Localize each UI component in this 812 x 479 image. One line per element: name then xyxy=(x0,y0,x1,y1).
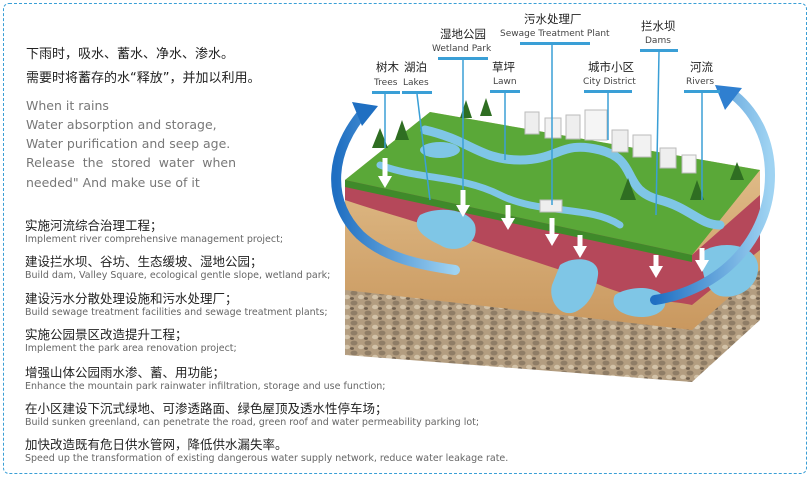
label-lawn: 草坪 Lawn xyxy=(490,60,520,160)
intro-en-line3: Water purification and seep age. xyxy=(26,136,231,151)
label-trees: 树木 Trees xyxy=(372,60,400,148)
svg-text:Lawn: Lawn xyxy=(493,77,517,87)
label-rivers: 河流 Rivers xyxy=(684,60,720,200)
measure-en: Implement river comprehensive management… xyxy=(25,234,284,245)
down-arrow-icon xyxy=(649,255,663,278)
measure-en: Implement the park area renovation proje… xyxy=(25,343,237,354)
svg-text:Sewage Treatment Plant: Sewage Treatment Plant xyxy=(500,29,610,39)
svg-text:污水处理厂: 污水处理厂 xyxy=(524,12,582,26)
measure-cn: 增强山体公园雨水渗、蓄、用功能； xyxy=(25,365,226,380)
svg-text:Lakes: Lakes xyxy=(403,78,429,88)
svg-text:Trees: Trees xyxy=(373,78,398,88)
measure-cn: 实施公园景区改造提升工程； xyxy=(25,327,188,342)
svg-text:树木: 树木 xyxy=(376,60,399,74)
svg-text:Dams: Dams xyxy=(645,36,671,46)
label-sewage-plant: 污水处理厂 Sewage Treatment Plant xyxy=(500,12,610,205)
down-arrow-icon xyxy=(501,205,515,230)
measure-en: Speed up the transformation of existing … xyxy=(25,453,509,464)
label-city-district: 城市小区 City District xyxy=(583,60,636,140)
diagram-labels: 树木 Trees 湖泊 Lakes 湿地公园 Wetland Park 污水处理… xyxy=(372,12,720,216)
down-arrow-icon xyxy=(378,158,392,188)
measure-cn: 在小区建设下沉式绿地、可渗透路面、绿色屋顶及透水性停车场； xyxy=(25,401,388,416)
intro-cn-line2: 需要时将蓄存的水“释放”，并加以利用。 xyxy=(26,71,261,86)
svg-text:Wetland Park: Wetland Park xyxy=(432,44,492,54)
measure-cn: 实施河流综合治理工程； xyxy=(25,218,163,233)
measure-en: Build dam, Valley Square, ecological gen… xyxy=(25,270,331,281)
down-arrow-icon xyxy=(456,190,470,217)
svg-text:City District: City District xyxy=(583,77,636,87)
svg-text:湖泊: 湖泊 xyxy=(404,60,427,74)
intro-en-line1: When it rains xyxy=(26,98,109,113)
svg-text:Rivers: Rivers xyxy=(686,77,714,87)
label-lakes: 湖泊 Lakes xyxy=(402,60,432,201)
svg-text:草坪: 草坪 xyxy=(492,60,515,74)
dashed-frame xyxy=(3,3,807,474)
svg-text:拦水坝: 拦水坝 xyxy=(641,19,676,33)
measure-cn: 加快改造既有危日供水管网，降低供水漏失率。 xyxy=(25,437,288,452)
measure-en: Build sewage treatment facilities and se… xyxy=(25,307,328,318)
label-wetland-park: 湿地公园 Wetland Park xyxy=(432,27,492,190)
svg-text:城市小区: 城市小区 xyxy=(588,60,634,74)
measure-en: Enhance the mountain park rainwater infi… xyxy=(25,381,386,392)
measure-cn: 建设污水分散处理设施和污水处理厂； xyxy=(25,291,238,306)
down-arrow-icon xyxy=(545,218,559,246)
city-buildings xyxy=(524,109,697,213)
river-surface xyxy=(376,125,725,230)
water-cycle-arrow-left xyxy=(331,102,460,275)
intro-en-line4: Release the stored water when needed" An… xyxy=(26,155,236,190)
infiltration-arrows xyxy=(378,158,709,278)
svg-text:河流: 河流 xyxy=(690,60,713,74)
svg-text:湿地公园: 湿地公园 xyxy=(440,27,486,41)
intro-en-line2: Water absorption and storage, xyxy=(26,117,217,132)
measure-en: Build sunken greenland, can penetrate th… xyxy=(25,417,480,428)
intro-cn-line1: 下雨时，吸水、蓄水、净水、渗水。 xyxy=(26,47,235,62)
down-arrow-icon xyxy=(573,235,587,258)
measure-cn: 建设拦水坝、谷坊、生态缓坡、湿地公园； xyxy=(25,254,263,269)
label-dams: 拦水坝 Dams xyxy=(640,19,678,216)
down-arrow-icon xyxy=(695,248,709,272)
water-cycle-arrow-right xyxy=(650,85,776,305)
